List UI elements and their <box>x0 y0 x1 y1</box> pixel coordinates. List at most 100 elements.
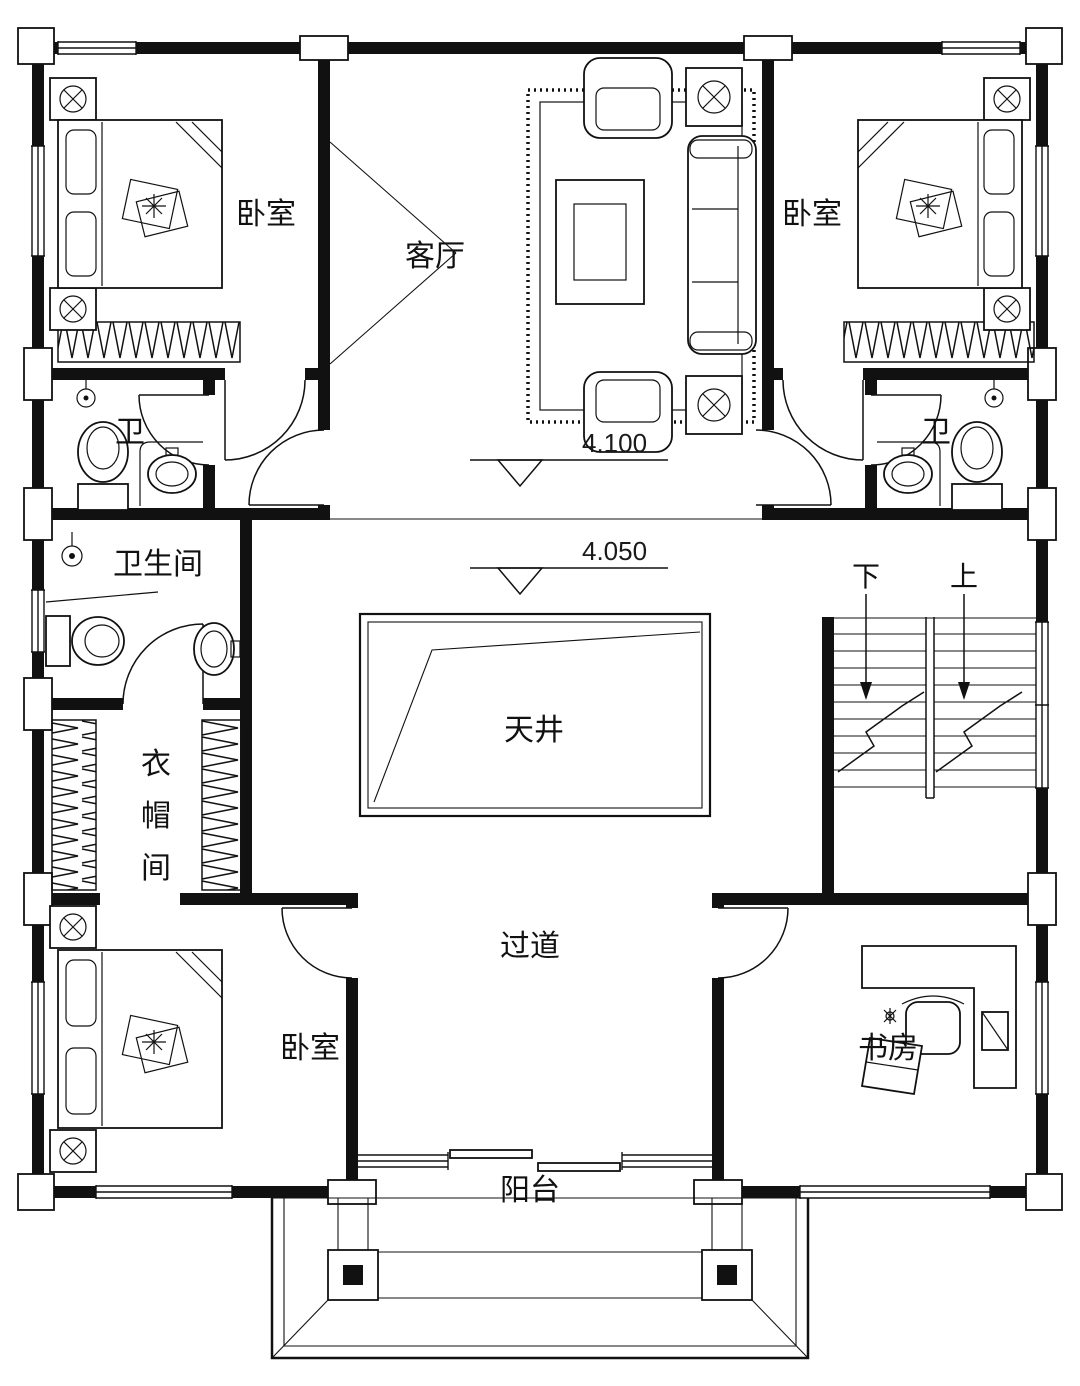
label-living-room: 客厅 <box>405 240 465 273</box>
toilet <box>45 615 125 667</box>
balcony-slider-door <box>358 1149 712 1172</box>
elevation-marker-living: 4.100 <box>470 428 668 488</box>
label-corridor: 过道 <box>500 930 560 963</box>
balcony-hips <box>271 1299 809 1359</box>
window-left-bedroom <box>31 145 45 257</box>
window-right-study <box>1035 981 1049 1095</box>
blanket-fold <box>175 951 223 999</box>
bed-throw <box>895 178 963 238</box>
sink <box>139 441 203 506</box>
label-cloakroom-char-2: 帽 <box>141 800 171 833</box>
coffee-table <box>555 179 645 305</box>
label-bedroom-top-right: 卧室 <box>782 198 842 231</box>
sink <box>877 441 941 506</box>
windows <box>31 41 1049 1199</box>
balcony-railing-outer <box>270 1198 810 1360</box>
window-right-bedroom <box>1035 145 1049 257</box>
balcony-structure <box>270 1198 810 1360</box>
door-living-east <box>755 429 832 506</box>
side-table-bottom <box>685 375 743 435</box>
window-left-bathroom <box>31 589 45 653</box>
bed-top-left <box>49 77 223 331</box>
door-wc-right <box>870 394 942 466</box>
l-desk <box>861 945 1017 1089</box>
desk-lamp <box>883 1008 897 1024</box>
shower-screen <box>45 591 159 603</box>
door-bedroom-top-left <box>224 379 306 461</box>
desk-set <box>860 945 1017 1096</box>
wc-right-fixtures <box>877 380 1004 511</box>
slider-panel <box>449 1149 533 1159</box>
label-courtyard: 天井 <box>504 714 564 747</box>
armchair-top <box>583 57 673 139</box>
pillow <box>65 959 97 1027</box>
blanket-fold <box>175 121 223 169</box>
door-bedroom-bottom-left <box>281 907 353 979</box>
stair-arrow-up <box>958 594 970 700</box>
sofa-set <box>526 57 757 453</box>
label-cloakroom-char-1: 衣 <box>141 748 171 781</box>
monitor <box>981 1011 1009 1051</box>
door-bedroom-top-right <box>782 379 864 461</box>
label-balcony: 阳台 <box>500 1174 560 1207</box>
bed <box>57 119 223 289</box>
side-table-top <box>685 67 743 127</box>
window-right-stair <box>1035 621 1049 789</box>
cabinet <box>860 1036 924 1096</box>
window-bottom-study <box>799 1185 991 1199</box>
elevation-marker-courtyard: 4.050 <box>470 536 668 596</box>
pillow <box>983 129 1015 195</box>
blanket-fold <box>857 121 905 169</box>
slider-panel <box>537 1162 621 1172</box>
balcony-beams <box>378 1251 702 1299</box>
armchair-bottom <box>583 371 673 453</box>
elevation-value-courtyard: 4.050 <box>582 536 647 566</box>
toilet <box>951 421 1003 511</box>
door-living-west <box>248 429 325 506</box>
pillow <box>65 211 97 277</box>
label-bedroom-top-left: 卧室 <box>236 198 296 231</box>
cloakroom-racks <box>51 719 247 891</box>
bed-throw <box>121 1014 189 1074</box>
elevation-value-living: 4.100 <box>582 428 647 458</box>
stair-break-line-right <box>935 691 1023 773</box>
wc-left-fixtures <box>76 380 203 511</box>
bed-top-right <box>857 77 1031 331</box>
pillow <box>65 1047 97 1115</box>
window-bottom-bedroom <box>95 1185 233 1199</box>
staircase <box>834 594 1036 799</box>
structural-columns <box>17 27 1063 1211</box>
toilet <box>77 421 129 511</box>
bed-bottom-left <box>49 905 223 1173</box>
label-wc-right: 卫 <box>921 416 951 449</box>
door-study <box>717 907 789 979</box>
courtyard-outline <box>358 612 712 818</box>
window-top-left <box>57 41 137 55</box>
sink <box>193 622 241 676</box>
balcony-railing-inner <box>283 1198 797 1347</box>
sofa <box>687 135 757 355</box>
balcony-column-left <box>327 1249 379 1301</box>
balcony-column-right <box>701 1249 753 1301</box>
floor-edges <box>272 141 1036 1199</box>
window-left-bedroom-bottom <box>31 981 45 1095</box>
label-study: 书房 <box>858 1032 918 1065</box>
doors <box>122 379 942 979</box>
pillow <box>983 211 1015 277</box>
wall-openings <box>100 367 878 978</box>
opening-splay-lines <box>329 141 457 365</box>
label-stairs-up: 上 <box>950 561 978 592</box>
door-wc-left <box>138 394 210 466</box>
label-bedroom-bottom-left: 卧室 <box>280 1032 340 1065</box>
office-chair <box>901 995 965 1055</box>
pillow <box>65 129 97 195</box>
stair-arrow-down <box>860 594 872 700</box>
stair-break-line-left <box>837 691 925 773</box>
bed <box>857 119 1023 289</box>
bed-throw <box>121 178 189 238</box>
window-top-right <box>941 41 1021 55</box>
label-bathroom: 卫生间 <box>113 548 203 581</box>
bathroom-fixtures <box>45 532 241 676</box>
